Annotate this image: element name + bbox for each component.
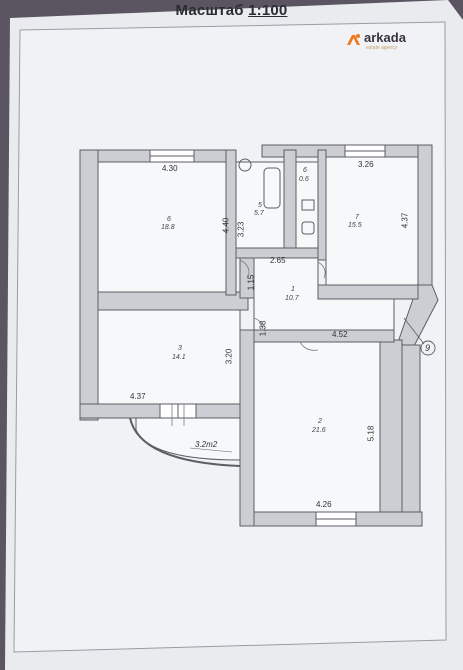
door-arcs (171, 259, 326, 426)
bathtub (263, 167, 281, 209)
room-1-number: 1 (291, 286, 295, 293)
room-5-number: 5 (258, 202, 262, 209)
logo-tagline: estate agency (366, 45, 398, 51)
balcony-rail (129, 417, 241, 467)
marker-label: 9 (425, 343, 431, 353)
dim-room3-height: 3.20 (224, 348, 234, 365)
room-7-number: 7 (355, 214, 359, 221)
room-6a-floor (295, 161, 319, 249)
room-7-floor (325, 156, 419, 286)
windows (149, 144, 386, 527)
dim-room6-height: 4.40 (221, 217, 231, 234)
door-room3 (253, 317, 263, 331)
wall-right-upper (417, 144, 433, 296)
arkada-logo-icon (347, 34, 360, 45)
room-3-number: 3 (178, 345, 182, 352)
toilet-tank (301, 199, 315, 211)
room-7-area: 15.5 (348, 222, 362, 229)
room-6a-number: 6 (303, 167, 307, 174)
room-2-area: 21.6 (312, 427, 326, 434)
wall-right-lower-outer (401, 344, 421, 521)
sink (238, 158, 252, 172)
arkada-logo: arkada estate agency (346, 30, 446, 56)
balcony-area: 3.2m2 (195, 440, 218, 449)
scale-value: 1:100 (248, 2, 288, 19)
dim-room2-height: 5.18 (366, 425, 376, 442)
balcony-leader (189, 447, 233, 453)
dim-hall-small: 1.15 (246, 274, 256, 291)
wall-room7-left (317, 149, 327, 261)
room-3-floor (97, 309, 241, 405)
bath-fixtures (238, 158, 315, 235)
logo-brand: arkada (364, 30, 406, 45)
room-2-number: 2 (318, 418, 322, 425)
room-5-area: 5.7 (254, 210, 264, 217)
scale-title: Масштаб 1:100 (0, 2, 463, 19)
room-6a-area: 0.6 (299, 176, 309, 183)
toilet (301, 221, 315, 235)
door-room6 (239, 259, 250, 279)
dim-room3-width: 4.37 (130, 392, 146, 401)
room-6-area: 18.8 (161, 224, 175, 231)
wall-hall-bottom (253, 329, 395, 343)
room-5-floor (235, 161, 285, 249)
dim-room6-width: 4.30 (162, 164, 178, 173)
dim-room2-bottom: 4.26 (316, 500, 332, 509)
room-3-area: 14.1 (172, 354, 186, 361)
marker-circle (420, 340, 436, 356)
room-6-floor (97, 161, 227, 293)
dim-hall-width: 2.65 (270, 256, 286, 265)
dim-bath-height: 3.23 (236, 221, 246, 238)
dim-hall-depth: 1.38 (258, 320, 268, 337)
wall-vertical-mid (239, 329, 255, 527)
room-1-area: 10.7 (285, 295, 299, 302)
wall-bath-right (283, 149, 297, 251)
dim-room7-width: 3.26 (358, 160, 374, 169)
dim-room2-top: 4.52 (332, 330, 348, 339)
room-1-floor (253, 257, 395, 331)
room-2-floor (253, 341, 381, 513)
dim-room7-height: 4.37 (400, 212, 410, 229)
door-room7 (317, 261, 326, 279)
door-room2 (299, 341, 319, 351)
wall-room7-bottom (317, 284, 419, 300)
room-floors (97, 156, 419, 513)
wall-left (79, 149, 99, 421)
scale-prefix: Масштаб (175, 2, 244, 19)
wall-right-lower (379, 339, 403, 521)
room-6-number: 6 (167, 216, 171, 223)
wall-right-diagonal (397, 284, 439, 351)
marker-leader (403, 317, 425, 345)
